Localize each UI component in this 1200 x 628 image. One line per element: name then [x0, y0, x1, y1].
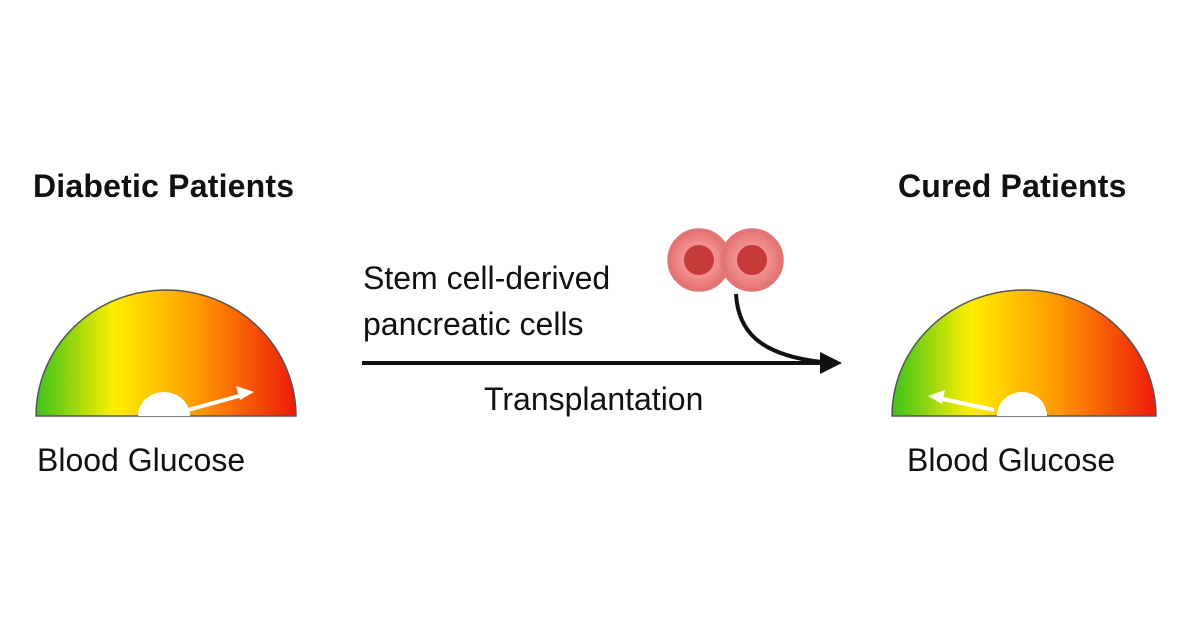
- left-gauge: [35, 289, 297, 417]
- pancreatic-cells-icon: [667, 228, 784, 292]
- right-gauge: [891, 289, 1157, 417]
- right-gauge-needle-arrow: [937, 396, 995, 412]
- cell-nucleus-right: [737, 245, 767, 275]
- left-gauge-needle-head: [236, 386, 254, 400]
- left-gauge-needle-arrow: [187, 392, 247, 412]
- cell-nucleus-left: [684, 245, 714, 275]
- transplantation-arrow: [362, 293, 842, 374]
- left-gauge-label: Blood Glucose: [37, 442, 246, 478]
- cured-patients-title: Cured Patients: [898, 168, 1127, 204]
- right-gauge-dial: [891, 289, 1157, 417]
- right-gauge-label: Blood Glucose: [907, 442, 1116, 478]
- transplantation-label: Transplantation: [484, 381, 704, 417]
- left-gauge-hub: [138, 392, 190, 416]
- stem-cell-label-line1: Stem cell-derived: [363, 260, 611, 296]
- arrow-head: [820, 352, 842, 374]
- stem-cell-label-line2: pancreatic cells: [363, 306, 584, 342]
- right-gauge-hub: [997, 392, 1047, 416]
- cell-curved-arrow: [734, 293, 823, 364]
- diabetic-patients-title: Diabetic Patients: [33, 168, 295, 204]
- right-gauge-needle-head: [928, 390, 945, 404]
- left-gauge-dial: [35, 289, 297, 417]
